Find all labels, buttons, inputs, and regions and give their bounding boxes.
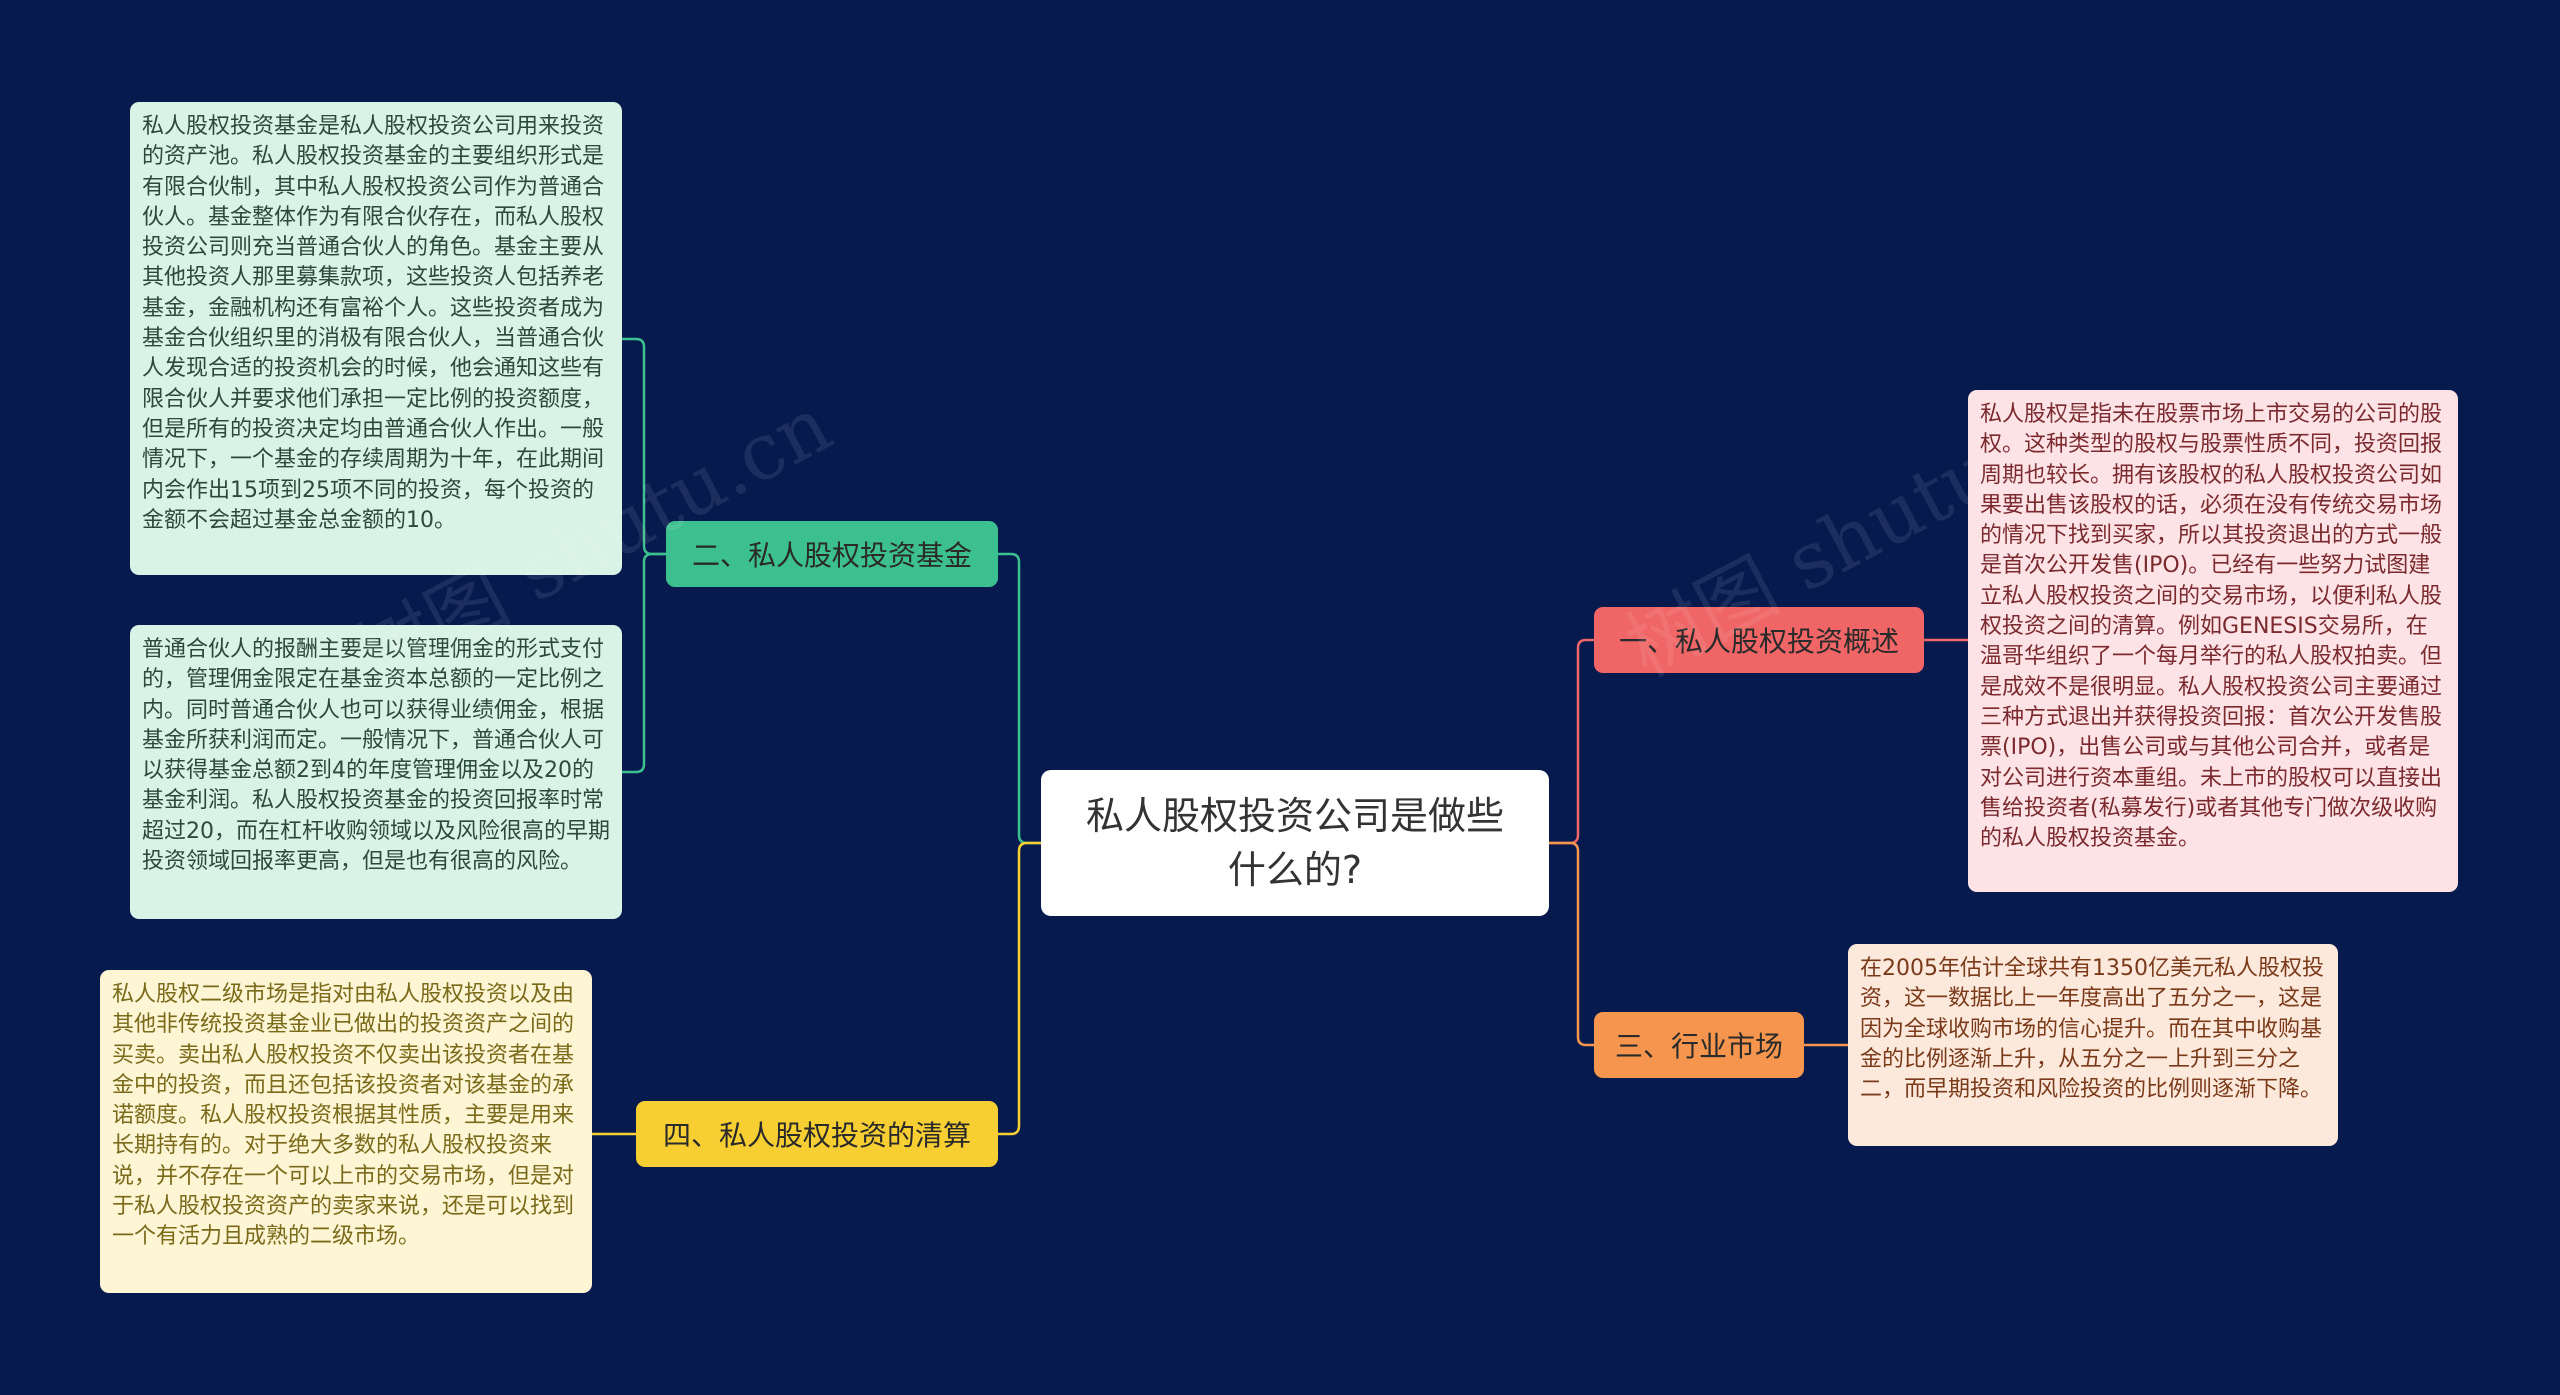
branch-pe-fund-label: 二、私人股权投资基金 bbox=[691, 539, 972, 572]
branch-industry-market-label: 三、行业市场 bbox=[1614, 1030, 1783, 1063]
branch-pe-fund[interactable]: 二、私人股权投资基金 bbox=[666, 521, 998, 587]
link-center-b2 bbox=[998, 552, 1041, 845]
branch-overview-label: 一、私人股权投资概述 bbox=[1618, 625, 1899, 658]
leaf-overview-detail[interactable]: 私人股权是指未在股票市场上市交易的公司的股权。这种类型的股权与股票性质不同，投资… bbox=[1968, 390, 2458, 892]
leaf-fund-text-2: 普通合伙人的报酬主要是以管理佣金的形式支付的，管理佣金限定在基金资本总额的一定比… bbox=[142, 637, 610, 875]
leaf-fund-detail-1[interactable]: 私人股权投资基金是私人股权投资公司用来投资的资产池。私人股权投资基金的主要组织形… bbox=[130, 102, 622, 575]
link-center-b3 bbox=[1549, 841, 1594, 1047]
branch-overview[interactable]: 一、私人股权投资概述 bbox=[1594, 607, 1924, 673]
leaf-liquidation-text: 私人股权二级市场是指对由私人股权投资以及由其他非传统投资基金业已做出的投资资产之… bbox=[112, 982, 575, 1250]
link-b2-leaf1 bbox=[622, 337, 666, 556]
leaf-liquidation-detail[interactable]: 私人股权二级市场是指对由私人股权投资以及由其他非传统投资基金业已做出的投资资产之… bbox=[100, 970, 592, 1293]
branch-pe-liquidation-label: 四、私人股权投资的清算 bbox=[662, 1119, 971, 1152]
leaf-fund-detail-2[interactable]: 普通合伙人的报酬主要是以管理佣金的形式支付的，管理佣金限定在基金资本总额的一定比… bbox=[130, 625, 622, 919]
leaf-market-text: 在2005年估计全球共有1350亿美元私人股权投资，这一数据比上一年度高出了五分… bbox=[1860, 956, 2324, 1103]
branch-pe-liquidation[interactable]: 四、私人股权投资的清算 bbox=[636, 1101, 998, 1167]
link-center-b1 bbox=[1549, 638, 1594, 845]
central-topic-text: 私人股权投资公司是做些什么的? bbox=[1085, 794, 1504, 892]
branch-industry-market[interactable]: 三、行业市场 bbox=[1594, 1012, 1804, 1078]
leaf-fund-text-1: 私人股权投资基金是私人股权投资公司用来投资的资产池。私人股权投资基金的主要组织形… bbox=[142, 114, 605, 533]
link-center-b4 bbox=[998, 841, 1041, 1136]
leaf-overview-text: 私人股权是指未在股票市场上市交易的公司的股权。这种类型的股权与股票性质不同，投资… bbox=[1980, 402, 2443, 852]
central-topic[interactable]: 私人股权投资公司是做些什么的? bbox=[1041, 770, 1549, 916]
leaf-market-detail[interactable]: 在2005年估计全球共有1350亿美元私人股权投资，这一数据比上一年度高出了五分… bbox=[1848, 944, 2338, 1146]
link-b2-leaf2 bbox=[622, 552, 666, 774]
